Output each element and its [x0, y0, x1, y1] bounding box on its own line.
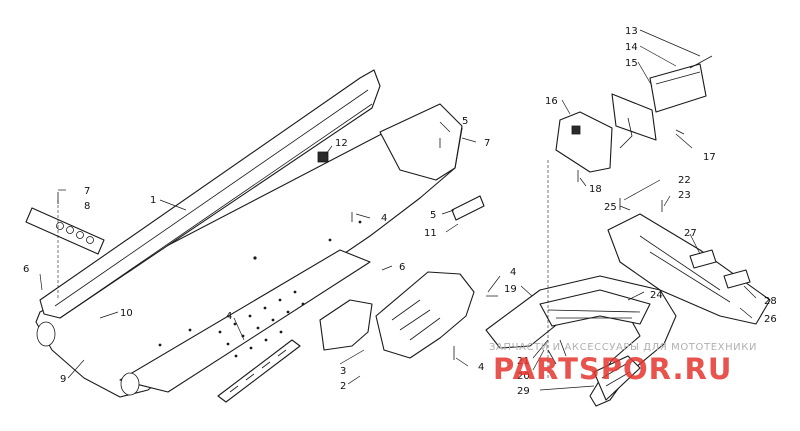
snow-flap-assembly [607, 198, 771, 325]
callout-labels: 1 2 3 4 4 4 4 5 5 6 6 7 7 8 9 10 11 12 1… [23, 26, 777, 397]
callout-22: 22 [678, 175, 691, 186]
fastener [453, 295, 498, 360]
callout-13: 13 [625, 26, 638, 37]
tunnel-top-rail [39, 69, 381, 319]
callout-15: 15 [625, 58, 638, 69]
part-16-housing [555, 111, 613, 173]
part-12-bracket [317, 151, 329, 163]
part-2-bracket [375, 271, 475, 359]
watermark-brand: PARTSPOR.RU [493, 352, 732, 386]
callout-5: 5 [430, 210, 436, 221]
fastener [547, 339, 567, 365]
part-11-plate [451, 195, 485, 221]
part-27-decal [689, 249, 717, 269]
callout-21: 21 [517, 356, 530, 367]
callout-25: 25 [604, 202, 617, 213]
callout-29: 29 [517, 386, 530, 397]
tunnel-rear-extension [379, 103, 463, 181]
callout-2: 2 [340, 381, 346, 392]
callout-9: 9 [60, 374, 66, 385]
callout-5: 5 [462, 116, 468, 127]
callout-3: 3 [340, 366, 346, 377]
callout-4: 4 [510, 267, 516, 278]
tunnel-rivets [158, 220, 362, 358]
callout-8: 8 [84, 201, 90, 212]
leader-lines [39, 29, 757, 391]
callout-4: 4 [478, 362, 484, 373]
callout-24: 24 [650, 290, 663, 301]
tunnel-top-rail-edge [54, 89, 373, 319]
part-15-gasket [611, 93, 657, 141]
callout-10: 10 [120, 308, 133, 319]
callout-28: 28 [764, 296, 777, 307]
callout-1: 1 [150, 195, 156, 206]
callout-27: 27 [684, 228, 697, 239]
part-13-screw [689, 55, 713, 69]
part-3-bracket [319, 299, 373, 351]
callout-19: 19 [504, 284, 517, 295]
callout-26: 26 [764, 314, 777, 325]
tunnel-bumper-strip-ribs [229, 349, 287, 393]
callout-6: 6 [23, 264, 29, 275]
callout-11: 11 [424, 228, 437, 239]
callout-12: 12 [335, 138, 348, 149]
part-29-step-plate [593, 355, 641, 401]
tunnel-floor-plate [119, 249, 371, 393]
taillight-assembly [555, 55, 713, 182]
watermark: ЗАПЧАСТИ И АКСЕССУАРЫ ДЛЯ МОТОТЕХНИКИ PA… [489, 342, 757, 386]
tunnel-mount-hole [120, 372, 140, 396]
callout-4: 4 [226, 311, 232, 322]
part-28-decal [723, 269, 751, 289]
part-24-bumper-pad [539, 289, 651, 327]
tunnel-assembly [25, 69, 485, 403]
callout-16: 16 [545, 96, 558, 107]
tunnel-mount-hole [36, 321, 56, 347]
part-14-lens-housing [649, 63, 707, 113]
suspension-brackets [319, 271, 498, 360]
part-8-reinforcement-plate [25, 207, 105, 255]
part-17-wiring [619, 117, 685, 149]
callout-7: 7 [484, 138, 490, 149]
callout-23: 23 [678, 190, 691, 201]
callout-6: 6 [399, 262, 405, 273]
watermark-subtitle: ЗАПЧАСТИ И АКСЕССУАРЫ ДЛЯ МОТОТЕХНИКИ [489, 342, 757, 353]
callout-18: 18 [589, 184, 602, 195]
callout-7: 7 [84, 186, 90, 197]
callout-20: 20 [517, 371, 530, 382]
fastener [619, 198, 663, 212]
rear-bumper-assembly [485, 275, 677, 407]
callout-4: 4 [381, 213, 387, 224]
callout-17: 17 [703, 152, 716, 163]
tunnel-bumper-strip [217, 339, 301, 403]
callout-14: 14 [625, 42, 638, 53]
